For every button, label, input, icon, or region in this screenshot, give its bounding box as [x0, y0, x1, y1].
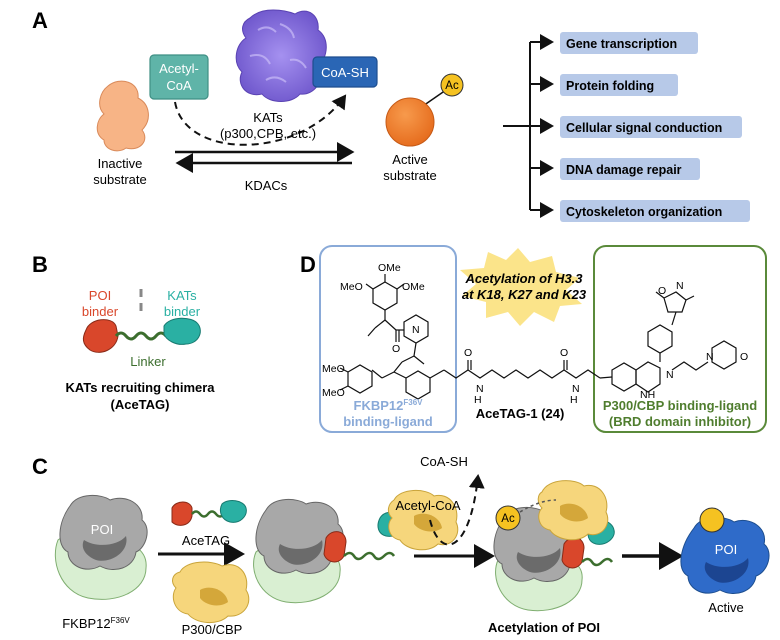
p300-ligand-label-2: (BRD domain inhibitor)	[609, 414, 751, 429]
fkbp-ligand-label-2: binding-ligand	[343, 414, 433, 429]
atom-n-amide2: N	[572, 383, 580, 395]
acetylation-complex	[493, 480, 615, 612]
compound-label: AceTAG-1 (24)	[476, 406, 565, 421]
active-label-2: substrate	[383, 168, 436, 183]
acetag-caption-1: KATs recruiting chimera	[65, 380, 215, 395]
acetyl-coa-label-1: Acetyl-	[159, 61, 199, 76]
fkbp-label-c: FKBP12F36V	[62, 616, 130, 631]
burst-label-1: Acetylation of H3.3	[464, 271, 583, 286]
kats-label-1: KATs	[253, 110, 283, 125]
acetag-chimera-icon	[82, 317, 201, 353]
outcome-dna-repair: DNA damage repair	[560, 158, 700, 180]
ternary-complex	[253, 490, 459, 604]
active-label-c: Active	[708, 600, 743, 615]
outcome-cellular-signal: Cellular signal conduction	[560, 116, 742, 138]
p300-ligand-label-1: P300/CBP binding-ligand	[603, 398, 757, 413]
burst-label-2: at K18, K27 and K23	[462, 287, 587, 302]
atom-meo-left: MeO	[340, 281, 363, 293]
kats-binder-label-1: KATs	[167, 288, 197, 303]
atom-n-piperidine: N	[412, 324, 420, 336]
inactive-label-2: substrate	[93, 172, 146, 187]
acetyl-coa-label-2: CoA	[166, 78, 192, 93]
poi-label-c1: POI	[91, 522, 113, 537]
atom-o-isoxazole: O	[658, 285, 666, 297]
atom-h-amide1: H	[474, 394, 482, 406]
acetag-small-icon	[171, 500, 247, 526]
poi-active-label: POI	[715, 542, 737, 557]
acetyl-coa-box: Acetyl- CoA	[149, 54, 209, 100]
panel-label-b: B	[32, 252, 48, 277]
active-label-1: Active	[392, 152, 427, 167]
coa-sh-box: CoA-SH	[312, 56, 378, 88]
outcome-cytoskeleton: Cytoskeleton organization	[560, 200, 750, 222]
coa-sh-label-c: CoA-SH	[420, 454, 468, 469]
atom-n-isoxazole: N	[676, 280, 684, 292]
poi-binder-label-1: POI	[89, 288, 111, 303]
atom-meo-1: MeO	[322, 363, 345, 375]
p300-ligand-box	[593, 245, 767, 433]
outcome-protein-folding: Protein folding	[560, 74, 678, 96]
atom-ome-right: OMe	[402, 281, 425, 293]
panel-label-d: D	[300, 252, 316, 277]
outcome-label-1: Protein folding	[566, 79, 654, 93]
fkbp-c-sup: F36V	[111, 616, 131, 625]
p300-cbp-icon	[172, 561, 250, 623]
active-poi-icon	[680, 507, 770, 594]
atom-meo-2: MeO	[322, 387, 345, 399]
coa-sh-label: CoA-SH	[321, 65, 369, 80]
ac-label-a: Ac	[445, 80, 459, 92]
poi-fkbp-complex	[54, 495, 148, 600]
fkbp-ligand-box	[319, 245, 457, 433]
atom-n-morpholine: N	[706, 351, 714, 363]
fkbp-c-main: FKBP12	[62, 616, 110, 631]
active-substrate-icon: Ac	[385, 73, 464, 147]
atom-o-carbonyl: O	[392, 343, 400, 355]
panel-label-c: C	[32, 454, 48, 479]
atom-o-amide2: O	[560, 347, 568, 359]
kdacs-label: KDACs	[245, 178, 288, 193]
outcome-label-2: Cellular signal conduction	[566, 121, 722, 135]
acetag-chemical-structure	[339, 274, 737, 400]
inactive-substrate-icon	[96, 80, 149, 152]
poi-binder-label-2: binder	[82, 304, 119, 319]
panel-label-a: A	[32, 8, 48, 33]
acetylation-caption: Acetylation of POI	[488, 620, 600, 635]
atom-n-ring: N	[666, 369, 674, 381]
dashed-arrow-c	[429, 474, 485, 546]
outcome-label-4: Cytoskeleton organization	[566, 205, 722, 219]
atom-n-amide1: N	[476, 383, 484, 395]
kats-label-2: (p300,CPB, etc.)	[220, 126, 316, 141]
atom-o-amide1: O	[464, 347, 472, 359]
acetag-label-c: AceTAG	[182, 533, 230, 548]
p300-label-c: P300/CBP	[182, 622, 243, 637]
inactive-label-1: Inactive	[98, 156, 143, 171]
atom-ome-top: OMe	[378, 262, 401, 274]
linker-label: Linker	[130, 354, 166, 369]
fkbp-label-main: FKBP12	[354, 398, 404, 413]
acetylation-starburst	[460, 248, 582, 326]
outcome-branch	[503, 34, 554, 218]
acetag-caption-2: (AceTAG)	[111, 397, 170, 412]
fkbp-label-sup: F36V	[403, 398, 423, 407]
outcome-gene-transcription: Gene transcription	[560, 32, 698, 54]
atom-h-amide2: H	[570, 394, 578, 406]
ac-label-c: Ac	[501, 513, 515, 525]
fkbp-ligand-label-1: FKBP12F36V	[354, 398, 424, 413]
atom-nh: NH	[640, 389, 655, 401]
acetyl-coa-label-c: Acetyl-CoA	[395, 498, 460, 513]
kats-binder-label-2: binder	[164, 304, 201, 319]
outcome-label-3: DNA damage repair	[566, 163, 682, 177]
atom-o-morpholine: O	[740, 351, 748, 363]
kats-protein-icon	[235, 9, 327, 102]
outcome-label-0: Gene transcription	[566, 37, 677, 51]
